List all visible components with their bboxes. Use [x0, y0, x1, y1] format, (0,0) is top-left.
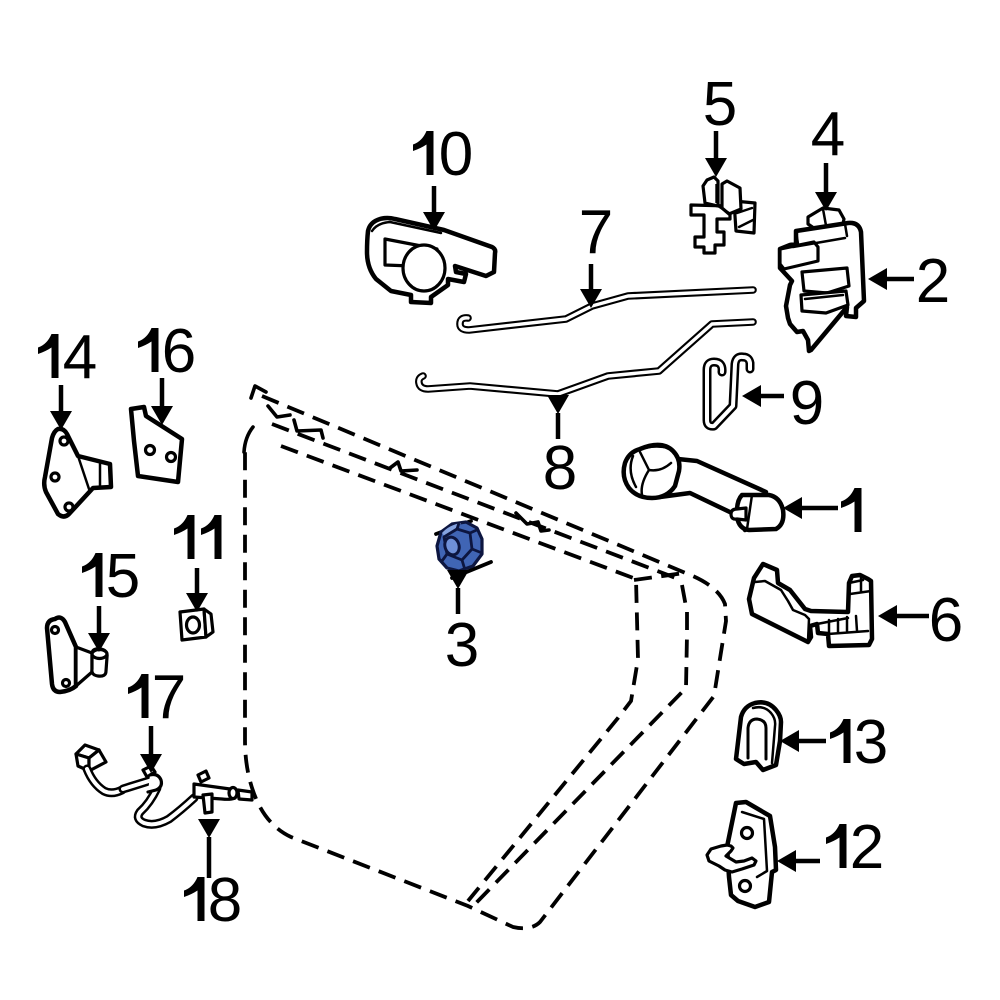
svg-text:5: 5 — [106, 542, 140, 611]
svg-text:6: 6 — [162, 317, 196, 386]
svg-text:7: 7 — [579, 198, 613, 267]
svg-text:5: 5 — [703, 70, 737, 139]
svg-text:2: 2 — [916, 247, 950, 316]
svg-text:9: 9 — [790, 369, 824, 438]
svg-text:3: 3 — [445, 611, 479, 680]
svg-text:4: 4 — [811, 100, 845, 169]
svg-text:8: 8 — [543, 434, 577, 503]
svg-text:0: 0 — [439, 120, 473, 189]
svg-text:3: 3 — [854, 708, 888, 777]
svg-text:4: 4 — [63, 323, 97, 392]
svg-text:7: 7 — [152, 663, 186, 732]
svg-text:6: 6 — [929, 586, 963, 655]
svg-text:8: 8 — [208, 866, 242, 935]
svg-text:2: 2 — [850, 813, 884, 882]
